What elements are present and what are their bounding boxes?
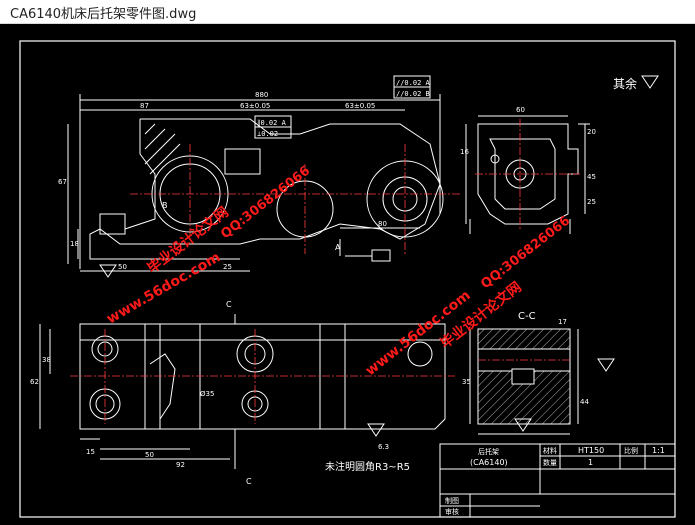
side-dim-25: 25	[587, 198, 596, 206]
dim-63a: 63±0.05	[240, 102, 270, 110]
side-dim-16: 16	[460, 148, 469, 156]
tolerance-4: ⊥0.02	[257, 130, 278, 138]
side-view	[465, 115, 590, 234]
title-block	[439, 443, 676, 518]
drawing-svg[interactable]: 其余	[0, 24, 695, 525]
side-view-centerlines	[475, 119, 580, 229]
title-qty-label: 数量	[543, 458, 557, 467]
title-material: HT150	[578, 446, 604, 455]
plan-dim-38: 38	[42, 356, 51, 364]
title-part-name: 后托架	[478, 447, 499, 456]
watermark-2: QQ:306826066	[218, 163, 313, 242]
drawing-canvas[interactable]: 其余	[0, 24, 695, 525]
cut-label-top: C	[226, 300, 232, 309]
watermark-5: QQ:306826066	[478, 213, 573, 292]
dim-63b: 63±0.05	[345, 102, 375, 110]
tolerance-frames	[254, 75, 431, 139]
section-view	[469, 328, 615, 435]
cut-label-bottom: C	[246, 477, 252, 486]
dim-18: 18	[70, 240, 79, 248]
dim-25: 25	[223, 263, 232, 271]
tolerance-1: //0.02 A	[396, 79, 431, 87]
front-view	[67, 94, 444, 278]
side-dim-20: 20	[587, 128, 596, 136]
roughness-note: 其余	[613, 76, 637, 91]
title-ratio: 1:1	[652, 446, 665, 455]
section-label: C-C	[518, 311, 536, 322]
tolerance-3: ∥0.02 A	[257, 119, 287, 127]
window-title: CA6140机床后托架零件图.dwg	[10, 7, 197, 22]
title-material-label: 材料	[543, 446, 557, 455]
plan-view	[39, 314, 446, 469]
tolerance-2: //0.02 B	[396, 90, 430, 98]
plan-dim-50: 50	[145, 451, 154, 459]
title-model: (CA6140)	[470, 458, 508, 467]
plan-dim-15: 15	[86, 448, 95, 456]
title-drawn: 制图	[445, 496, 459, 505]
front-view-centerlines	[130, 144, 460, 254]
roughness-symbol-icon	[641, 75, 659, 89]
side-dim-45: 45	[587, 173, 596, 181]
section-dim-44: 44	[580, 398, 589, 406]
drawing-frame	[19, 40, 676, 518]
plan-dim-62: 62	[30, 378, 39, 386]
dim-overall: 880	[255, 91, 268, 99]
title-qty: 1	[588, 458, 593, 467]
section-dim-17: 17	[558, 318, 567, 326]
title-scale-label: 比例	[624, 446, 638, 455]
section-dim-35: 35	[462, 378, 471, 386]
general-note: 未注明圆角R3~R5	[325, 460, 410, 473]
dim-87: 87	[140, 102, 149, 110]
dim-67: 67	[58, 178, 67, 186]
plan-view-centerlines	[70, 329, 455, 424]
dim-50: 50	[118, 263, 127, 271]
plan-dim-phi35: Ø35	[200, 390, 214, 398]
side-dim-60: 60	[516, 106, 525, 114]
datum-a: A	[335, 243, 341, 252]
plan-dim-92: 92	[176, 461, 185, 469]
title-checked: 审核	[445, 507, 459, 516]
dim-80: 80	[378, 220, 387, 228]
datum-b: B	[162, 201, 168, 210]
title-bar: CA6140机床后托架零件图.dwg	[0, 0, 695, 24]
plan-dim-6p3: 6.3	[378, 443, 389, 451]
